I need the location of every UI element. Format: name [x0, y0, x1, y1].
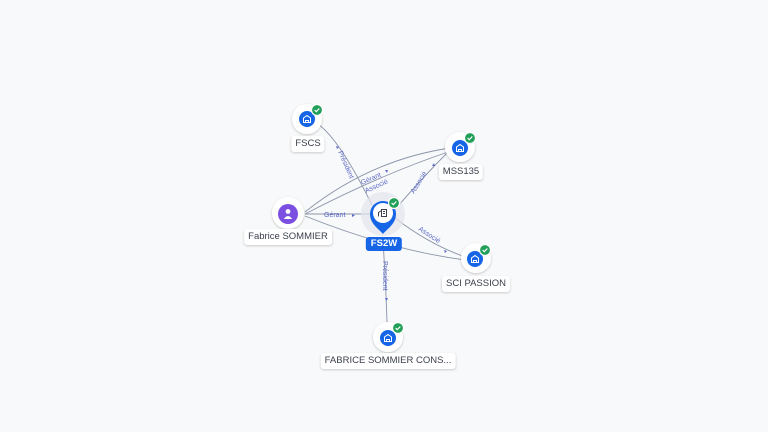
check-icon [482, 248, 488, 253]
building-icon [384, 333, 392, 342]
label-fs2w[interactable]: FS2W [365, 237, 403, 251]
label-mss135[interactable]: MSS135 [438, 164, 484, 180]
edge-label-fscs-president: Président [336, 150, 354, 180]
node-sci-passion[interactable] [461, 243, 492, 273]
check-icon [395, 326, 401, 331]
edge-label-person-gerant-center: Gérant [324, 212, 345, 219]
label-fabrice-sommier-cons[interactable]: FABRICE SOMMIER CONS... [320, 353, 456, 369]
edge-arrow [444, 250, 447, 253]
building-icon [378, 209, 387, 217]
building-icon [303, 114, 311, 123]
edge-label-center-president-cons: Président [381, 261, 388, 291]
edge-arrow [385, 298, 388, 301]
edge-arrow [352, 214, 355, 217]
label-fabrice-sommier[interactable]: Fabrice SOMMIER [244, 229, 332, 245]
node-fs2w-center[interactable] [361, 192, 405, 236]
node-fscs[interactable] [292, 103, 324, 134]
label-fscs[interactable]: FSCS [291, 136, 325, 152]
edge-person-mss135-2 [304, 151, 449, 215]
label-sci-passion[interactable]: SCI PASSION [441, 276, 511, 292]
check-icon [314, 108, 320, 113]
node-fabrice-sommier-cons[interactable] [373, 321, 405, 352]
edge-arrow [385, 170, 388, 173]
edge-arrow [432, 163, 435, 166]
node-mss135[interactable] [445, 131, 477, 162]
person-icon-body [283, 216, 293, 219]
edge-fscs-center [317, 123, 373, 206]
building-icon [456, 143, 464, 152]
check-icon [467, 136, 473, 141]
edge-arrow [336, 146, 339, 149]
edge-person-mss135 [304, 147, 451, 213]
building-icon [471, 254, 479, 263]
check-icon [391, 201, 397, 206]
edge-label-center-associe-mss: Associé [410, 170, 429, 195]
node-fabrice-sommier[interactable] [272, 197, 304, 229]
person-icon [285, 209, 291, 214]
